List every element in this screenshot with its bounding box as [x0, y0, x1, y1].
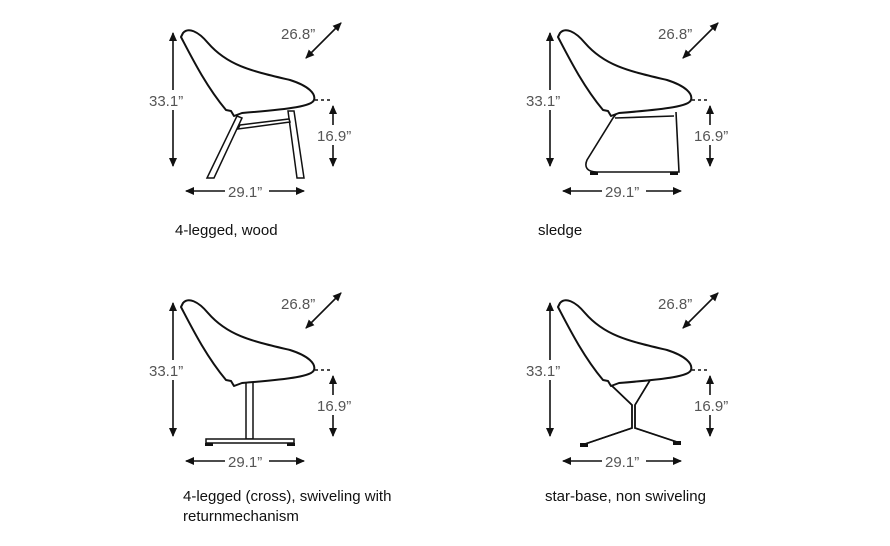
depth-arrow: [305, 292, 342, 329]
chair-panel-sledge: 33.1” 26.8” 16.9” 29.1”: [526, 22, 733, 201]
caption-wood-legs: 4-legged, wood: [175, 222, 278, 239]
height-label: 33.1”: [149, 363, 183, 380]
seat-height-label: 16.9”: [317, 128, 351, 145]
caption-star: star-base, non swiveling: [545, 488, 706, 505]
height-label: 33.1”: [526, 363, 560, 380]
width-label: 29.1”: [605, 184, 639, 201]
star-frame-outer: [584, 383, 633, 445]
label-bg: [693, 125, 733, 145]
height-label: 33.1”: [526, 93, 560, 110]
label-bg: [316, 125, 356, 145]
leg-crossbar: [236, 118, 291, 130]
caption-cross: 4-legged (cross), swiveling with returnm…: [183, 488, 392, 525]
caption-sledge: sledge: [538, 222, 583, 239]
label-bg: [602, 451, 646, 471]
chair-shell: [180, 29, 316, 117]
label-bg: [602, 181, 646, 201]
back-leg: [287, 110, 305, 179]
sledge-crossbar: [614, 115, 675, 119]
sledge-glide: [590, 172, 598, 175]
chair-shell: [557, 299, 693, 387]
seat-height-label: 16.9”: [694, 128, 728, 145]
star-frame-inner: [634, 376, 678, 443]
depth-arrow: [305, 22, 342, 59]
width-label: 29.1”: [228, 454, 262, 471]
star-frame-outer: [634, 376, 678, 443]
base-glide: [205, 443, 213, 446]
label-bg: [527, 360, 567, 380]
chair-shell: [180, 299, 316, 387]
label-bg: [316, 395, 356, 415]
chair-panel-cross: 33.1” 26.8” 16.9” 29.1”: [149, 292, 356, 471]
depth-label: 26.8”: [281, 296, 315, 313]
depth-label: 26.8”: [281, 26, 315, 43]
star-frame-inner: [584, 383, 633, 445]
height-label: 33.1”: [149, 93, 183, 110]
chair-panel-star: 33.1” 26.8” 16.9” 29.1”: [526, 292, 733, 471]
swivel-column: [245, 378, 254, 440]
cross-base: [205, 438, 295, 444]
chair-panel-wood-legs: 33.1” 26.8” 16.9” 29.1”: [149, 22, 356, 201]
base-glide: [673, 441, 681, 445]
label-bg: [693, 395, 733, 415]
chair-shell: [557, 29, 693, 117]
label-bg: [527, 90, 567, 110]
width-label: 29.1”: [605, 454, 639, 471]
depth-label: 26.8”: [658, 296, 692, 313]
depth-arrow: [682, 292, 719, 329]
label-bg: [225, 451, 269, 471]
label-bg: [225, 181, 269, 201]
front-leg: [205, 115, 244, 179]
seat-height-label: 16.9”: [317, 398, 351, 415]
seat-height-label: 16.9”: [694, 398, 728, 415]
sledge-glide: [670, 172, 678, 175]
label-bg: [150, 360, 190, 380]
depth-label: 26.8”: [658, 26, 692, 43]
sledge-frame: [585, 111, 680, 173]
width-label: 29.1”: [228, 184, 262, 201]
label-bg: [150, 90, 190, 110]
depth-arrow: [682, 22, 719, 59]
base-glide: [287, 443, 295, 446]
base-glide: [580, 443, 588, 447]
